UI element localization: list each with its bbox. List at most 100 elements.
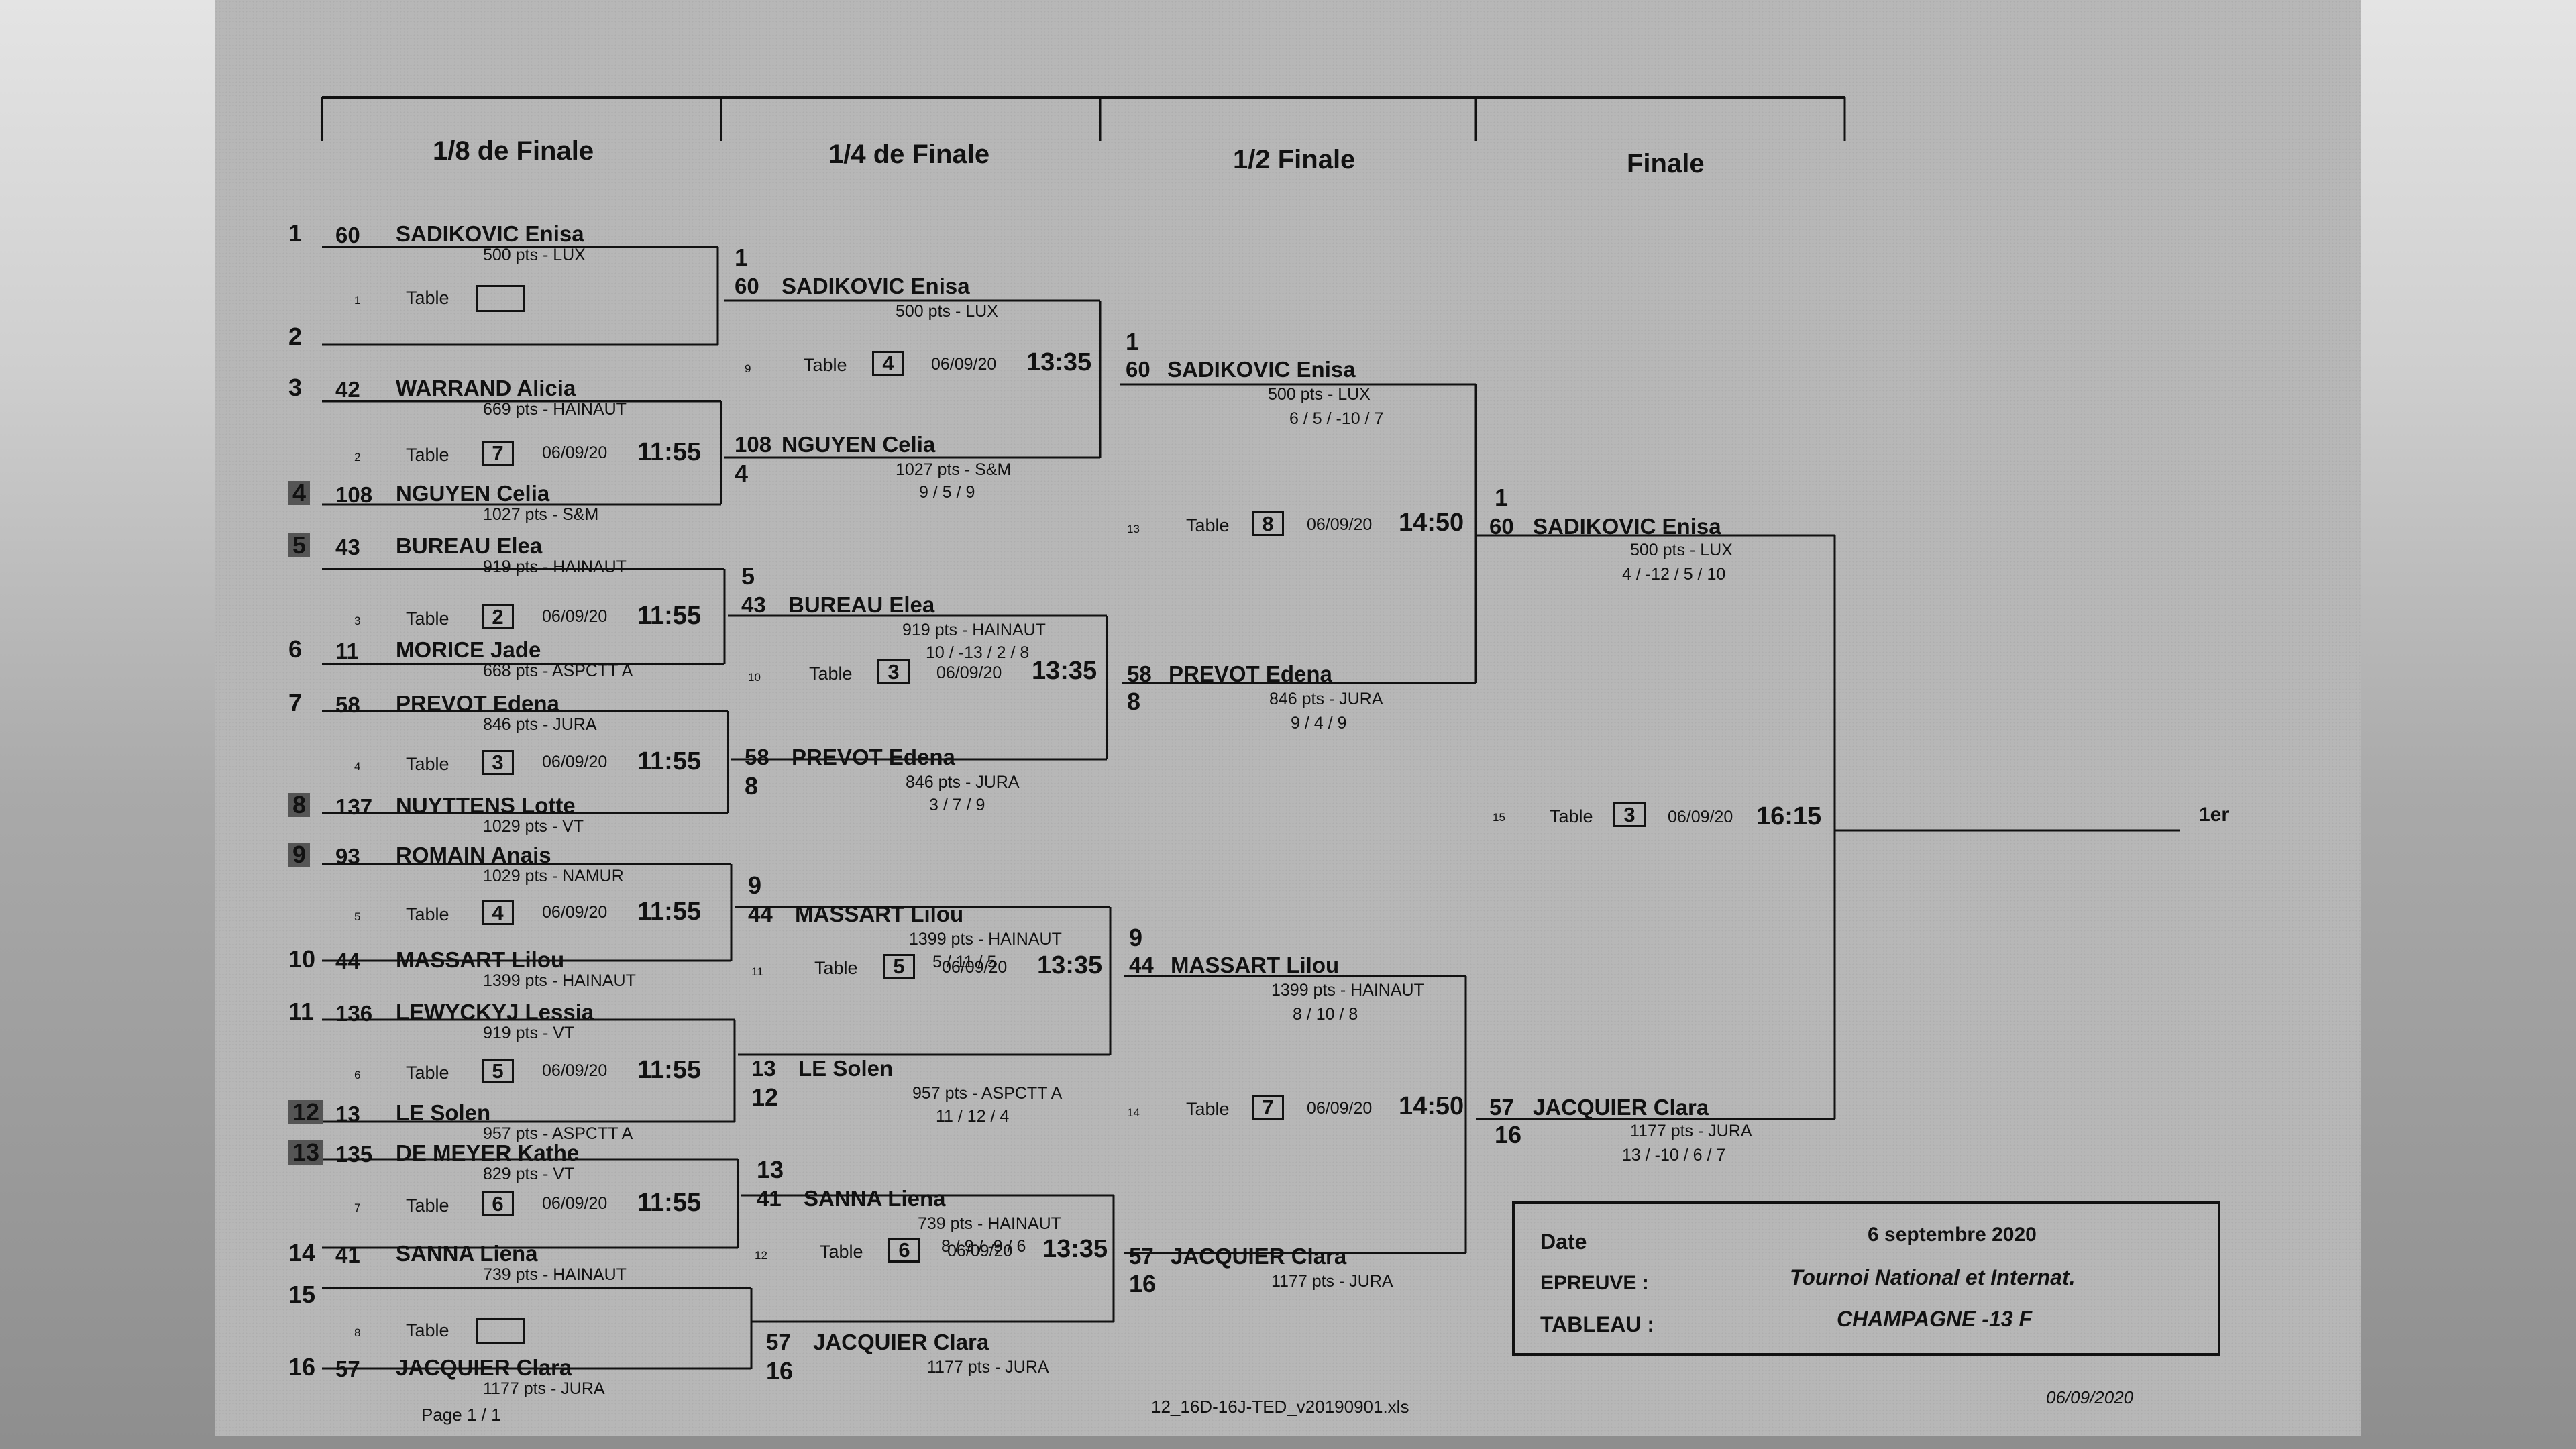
- r1-player-points: 669 pts - HAINAUT: [483, 400, 627, 419]
- r1-player-name: MORICE Jade: [396, 637, 541, 662]
- r1-match-date: 06/09/20: [542, 443, 608, 462]
- round-header-2: 1/4 de Finale: [828, 140, 990, 169]
- info-date-label: Date: [1540, 1230, 1587, 1254]
- r2-player-number: 43: [741, 592, 766, 617]
- r1-table-empty: [476, 285, 525, 312]
- r1-player-points: 739 pts - HAINAUT: [483, 1265, 627, 1284]
- r2-player-number: 108: [735, 432, 772, 457]
- r2-player-points: 919 pts - HAINAUT: [902, 621, 1046, 639]
- info-epreuve-value: Tournoi National et Internat.: [1790, 1265, 2076, 1289]
- r2-player-points: 957 pts - ASPCTT A: [912, 1084, 1063, 1103]
- r1-seed-6: 6: [288, 635, 303, 663]
- final-player-name: JACQUIER Clara: [1533, 1095, 1709, 1120]
- r2-match-number: 12: [755, 1249, 767, 1262]
- r1-table-label: Table: [406, 445, 449, 465]
- r1-match-date: 06/09/20: [542, 903, 608, 922]
- r1-seed-13: 13: [288, 1140, 324, 1165]
- r2-match-number: 11: [751, 965, 763, 978]
- r3-match-time: 14:50: [1399, 1092, 1464, 1120]
- r3-seed-4: 16: [1129, 1270, 1157, 1297]
- r1-table-number: 4: [482, 900, 514, 925]
- r2-seed-3: 5: [741, 562, 755, 590]
- final-player-name: SADIKOVIC Enisa: [1533, 514, 1721, 539]
- r1-table-number: 6: [482, 1191, 514, 1216]
- r2-match-date: 06/09/20: [936, 663, 1002, 682]
- r1-match-date: 06/09/20: [542, 1061, 608, 1080]
- r2-player-points: 739 pts - HAINAUT: [918, 1214, 1061, 1233]
- r1-player-number: 43: [335, 535, 360, 559]
- r1-player-number: 108: [335, 482, 373, 507]
- r1-table-number: 7: [482, 441, 514, 466]
- r3-player-score: 9 / 4 / 9: [1291, 714, 1347, 733]
- r2-table-number: 5: [883, 954, 915, 979]
- r1-player-name: WARRAND Alicia: [396, 376, 576, 400]
- r1-seed-9: 9: [288, 843, 311, 867]
- r1-player-points: 846 pts - JURA: [483, 715, 597, 734]
- final-match-time: 16:15: [1756, 802, 1822, 830]
- r1-player-points: 1029 pts - NAMUR: [483, 867, 624, 885]
- r1-table-label: Table: [406, 754, 449, 774]
- r2-player-name: SANNA Liena: [804, 1186, 946, 1211]
- r1-seed-5: 5: [288, 533, 311, 557]
- r3-match-date: 06/09/20: [1307, 1099, 1373, 1118]
- r2-table-label: Table: [804, 355, 847, 375]
- r3-player-score: 6 / 5 / -10 / 7: [1289, 409, 1384, 428]
- r2-player-name: NGUYEN Celia: [782, 432, 936, 457]
- r2-player-name: SADIKOVIC Enisa: [782, 274, 970, 299]
- info-tableau-value: CHAMPAGNE -13 F: [1837, 1307, 2032, 1331]
- r2-player-score: 11 / 12 / 4: [936, 1107, 1010, 1126]
- r1-player-name: SADIKOVIC Enisa: [396, 221, 584, 246]
- r1-match-number: 8: [354, 1326, 361, 1339]
- r2-player-name: LE Solen: [798, 1056, 894, 1081]
- r3-seed-2: 8: [1127, 688, 1141, 715]
- r2-player-number: 60: [735, 274, 759, 299]
- r1-table-label: Table: [406, 1063, 449, 1083]
- r1-table-number: 5: [482, 1059, 514, 1083]
- final-match-date: 06/09/20: [1668, 808, 1733, 826]
- r2-player-number: 58: [745, 745, 769, 769]
- r1-seed-15: 15: [288, 1281, 316, 1308]
- footer-page: Page 1 / 1: [421, 1405, 501, 1425]
- footer-date: 06/09/2020: [2046, 1387, 2134, 1407]
- r3-player-points: 1399 pts - HAINAUT: [1271, 981, 1424, 1000]
- round-header-1: 1/8 de Finale: [433, 136, 594, 166]
- r1-match-number: 7: [354, 1201, 361, 1214]
- r3-player-name: MASSART Lilou: [1171, 953, 1340, 977]
- r2-match-number: 9: [745, 362, 751, 375]
- r2-seed-5: 9: [748, 871, 762, 899]
- r1-player-name: PREVOT Edena: [396, 691, 559, 716]
- r1-player-number: 137: [335, 794, 373, 819]
- r2-player-points: 500 pts - LUX: [896, 302, 998, 321]
- r3-player-number: 44: [1129, 953, 1154, 977]
- r1-player-name: DE MEYER Kathe: [396, 1140, 580, 1165]
- r2-seed-8: 16: [766, 1357, 794, 1385]
- r2-player-score: 8 / 9 / -9 / 6: [941, 1237, 1026, 1256]
- r1-player-points: 1177 pts - JURA: [483, 1379, 605, 1398]
- r1-player-number: 11: [335, 639, 359, 663]
- r1-seed-16: 16: [288, 1353, 316, 1381]
- r3-player-points: 500 pts - LUX: [1268, 385, 1371, 404]
- r1-player-number: 135: [335, 1142, 373, 1167]
- r3-seed-3: 9: [1129, 924, 1143, 951]
- r1-player-number: 57: [335, 1356, 360, 1381]
- final-player-score: 4 / -12 / 5 / 10: [1622, 565, 1726, 584]
- r2-player-score: 10 / -13 / 2 / 8: [926, 643, 1030, 662]
- final-player-number: 57: [1489, 1095, 1514, 1120]
- r1-player-points: 500 pts - LUX: [483, 246, 586, 264]
- r1-match-time: 11:55: [637, 898, 702, 926]
- r1-match-number: 1: [354, 294, 361, 307]
- r2-player-points: 1027 pts - S&M: [896, 460, 1012, 479]
- r3-player-name: JACQUIER Clara: [1171, 1244, 1347, 1269]
- r1-seed-12: 12: [288, 1100, 324, 1124]
- r3-match-date: 06/09/20: [1307, 515, 1373, 534]
- r2-match-number: 10: [748, 671, 761, 684]
- r1-player-name: LE Solen: [396, 1100, 491, 1125]
- r1-seed-4: 4: [288, 481, 311, 505]
- r2-seed-7: 13: [757, 1156, 784, 1183]
- r1-match-number: 6: [354, 1069, 361, 1081]
- r1-player-name: LEWYCKYJ Lessia: [396, 1000, 594, 1024]
- final-player-points: 1177 pts - JURA: [1630, 1122, 1752, 1140]
- r1-player-name: NGUYEN Celia: [396, 481, 550, 506]
- r1-table-number: 3: [482, 750, 514, 775]
- r2-seed-2: 4: [735, 460, 749, 487]
